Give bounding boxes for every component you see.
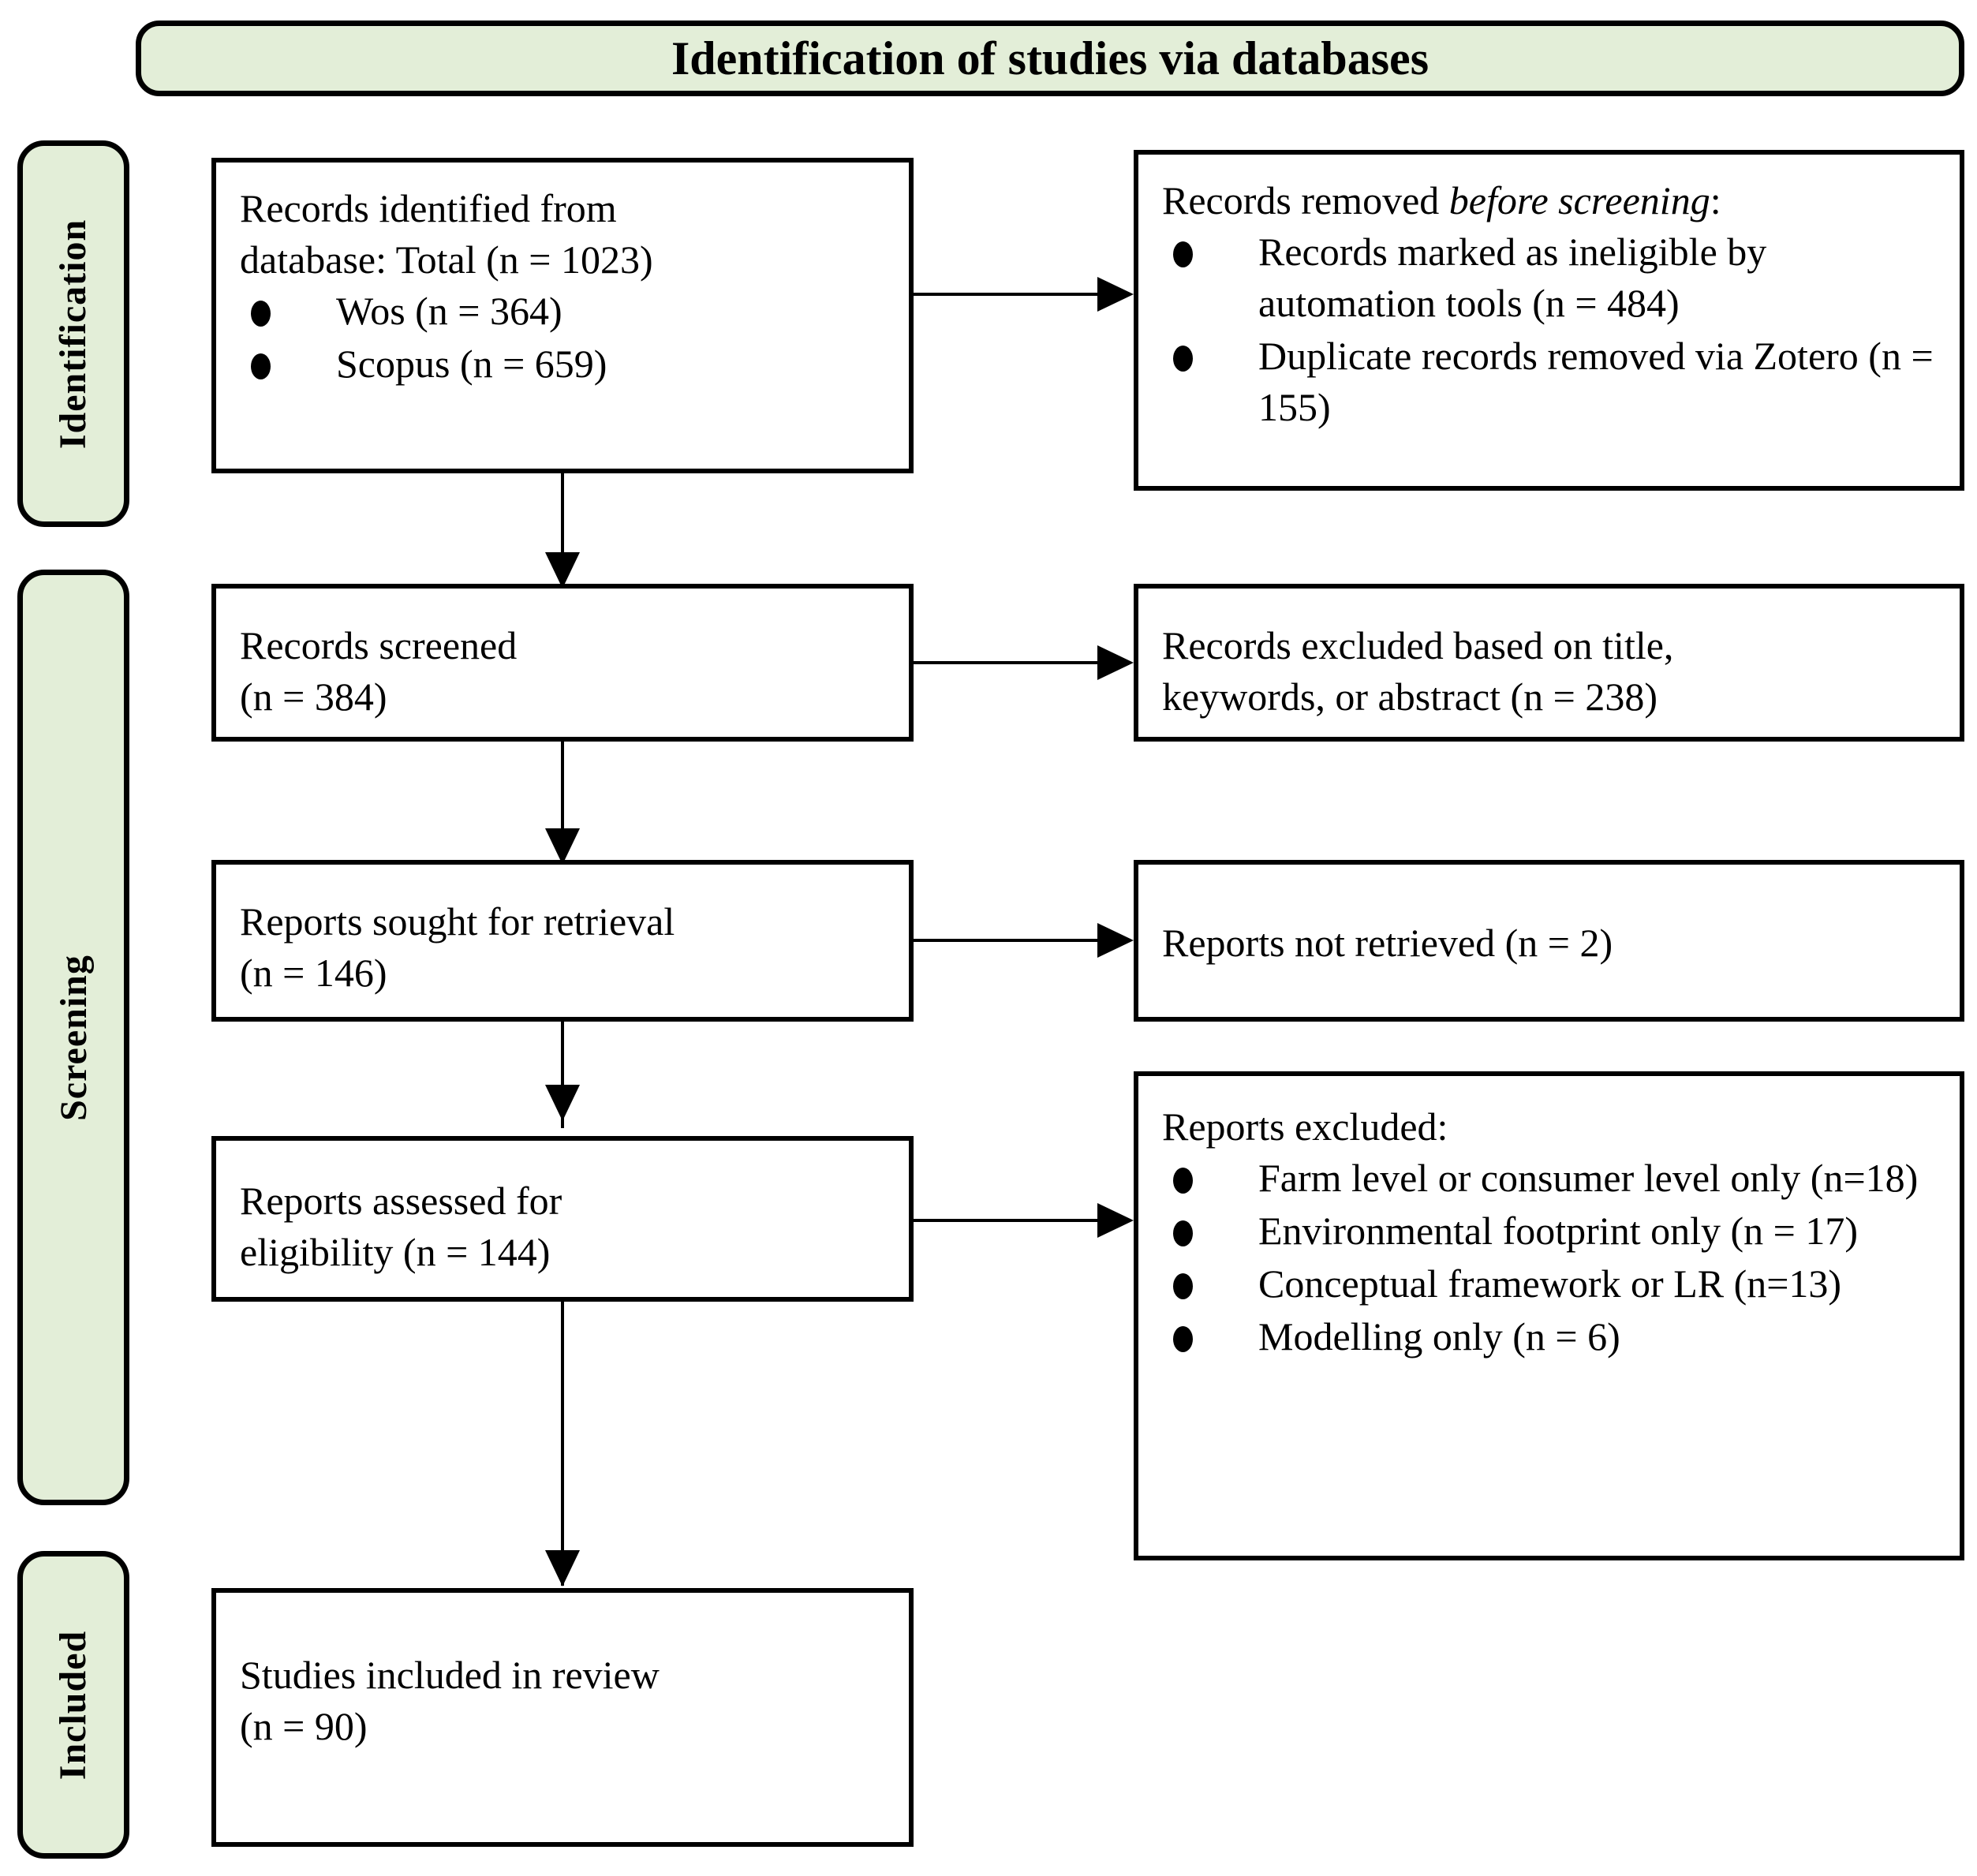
records-screened-line2: (n = 384): [240, 675, 387, 719]
records-removed-bullets: Records marked as ineligible by automati…: [1162, 226, 1936, 433]
bullet-text: Modelling only (n = 6): [1258, 1314, 1620, 1358]
list-item: Records marked as ineligible by automati…: [1162, 226, 1936, 329]
records-excluded-line1: Records excluded based on title,: [1162, 623, 1674, 667]
box-reports-excluded: Reports excluded: Farm level or consumer…: [1134, 1071, 1964, 1560]
bullet-dot-icon: [1173, 1168, 1193, 1194]
studies-included-line2: (n = 90): [240, 1704, 368, 1748]
bullet-text: Environmental footprint only (n = 17): [1258, 1209, 1859, 1253]
bullet-text: Duplicate records removed via Zotero (n …: [1258, 334, 1934, 429]
connector-identified-to-screened: [561, 473, 564, 562]
list-item: Scopus (n = 659): [240, 338, 885, 390]
records-removed-heading-suffix: :: [1710, 178, 1721, 222]
records-identified-line2: database: Total (n = 1023): [240, 237, 653, 282]
bullet-dot-icon: [1173, 1220, 1193, 1246]
reports-excluded-bullets: Farm level or consumer level only (n=18)…: [1162, 1153, 1936, 1362]
reports-assessed-line2: eligibility (n = 144): [240, 1230, 551, 1274]
bullet-text: Records marked as ineligible by automati…: [1258, 230, 1767, 325]
stage-label-screening: Screening: [52, 954, 95, 1121]
connector-identified-to-removed: [914, 293, 1097, 296]
bullet-dot-icon: [1173, 241, 1193, 267]
connector-assessed-to-included: [561, 1302, 564, 1586]
box-reports-sought: Reports sought for retrieval (n = 146): [211, 860, 914, 1022]
studies-included-line1: Studies included in review: [240, 1653, 660, 1697]
box-studies-included: Studies included in review (n = 90): [211, 1588, 914, 1847]
bullet-text: Conceptual framework or LR (n=13): [1258, 1261, 1842, 1306]
list-item: Wos (n = 364): [240, 286, 885, 337]
reports-not-retrieved-line1: Reports not retrieved (n = 2): [1162, 921, 1613, 965]
reports-sought-line2: (n = 146): [240, 951, 387, 995]
box-records-identified: Records identified from database: Total …: [211, 158, 914, 473]
page-title: Identification of studies via databases: [671, 32, 1429, 84]
records-identified-line1: Records identified from: [240, 186, 617, 230]
list-item: Duplicate records removed via Zotero (n …: [1162, 331, 1936, 433]
bullet-dot-icon: [251, 301, 271, 327]
stage-bar-identification: Identification: [17, 140, 129, 527]
list-item: Conceptual framework or LR (n=13): [1162, 1258, 1936, 1310]
arrow-identified-to-removed: [1097, 277, 1134, 312]
records-removed-heading: Records removed before screening:: [1162, 175, 1936, 226]
arrow-sought-to-assessed: [545, 1085, 580, 1121]
arrow-sought-to-not-retrieved: [1097, 923, 1134, 958]
bullet-text: Wos (n = 364): [336, 289, 562, 333]
box-records-excluded: Records excluded based on title, keyword…: [1134, 584, 1964, 742]
connector-screened-to-excluded: [914, 661, 1097, 664]
box-records-removed: Records removed before screening: Record…: [1134, 150, 1964, 491]
arrow-identified-to-screened: [545, 552, 580, 589]
records-removed-heading-italic: before screening: [1448, 178, 1710, 222]
bullet-dot-icon: [1173, 1326, 1193, 1352]
list-item: Farm level or consumer level only (n=18): [1162, 1153, 1936, 1204]
list-item: Environmental footprint only (n = 17): [1162, 1205, 1936, 1257]
box-reports-not-retrieved: Reports not retrieved (n = 2): [1134, 860, 1964, 1022]
bullet-text: Scopus (n = 659): [336, 342, 607, 386]
connector-sought-to-not-retrieved: [914, 939, 1097, 942]
stage-label-identification: Identification: [52, 219, 95, 449]
arrow-screened-to-sought: [545, 828, 580, 865]
records-identified-bullets: Wos (n = 364) Scopus (n = 659): [240, 286, 885, 390]
stage-bar-included: Included: [17, 1551, 129, 1859]
box-reports-assessed: Reports assessed for eligibility (n = 14…: [211, 1136, 914, 1302]
bullet-dot-icon: [1173, 1273, 1193, 1299]
bullet-dot-icon: [251, 353, 271, 379]
header-banner: Identification of studies via databases: [136, 21, 1964, 96]
reports-excluded-heading: Reports excluded:: [1162, 1104, 1448, 1149]
reports-assessed-line1: Reports assessed for: [240, 1179, 562, 1223]
bullet-text: Farm level or consumer level only (n=18): [1258, 1156, 1919, 1200]
bullet-dot-icon: [1173, 346, 1193, 372]
stage-label-included: Included: [52, 1630, 95, 1780]
arrow-assessed-to-excluded: [1097, 1203, 1134, 1238]
arrow-assessed-to-included: [545, 1550, 580, 1586]
connector-sought-to-assessed: [561, 1022, 564, 1128]
stage-bar-screening: Screening: [17, 570, 129, 1505]
records-removed-heading-prefix: Records removed: [1162, 178, 1449, 222]
records-screened-line1: Records screened: [240, 623, 518, 667]
box-records-screened: Records screened (n = 384): [211, 584, 914, 742]
records-excluded-line2: keywords, or abstract (n = 238): [1162, 675, 1658, 719]
arrow-screened-to-excluded: [1097, 645, 1134, 680]
list-item: Modelling only (n = 6): [1162, 1311, 1936, 1362]
connector-assessed-to-excluded: [914, 1219, 1097, 1222]
reports-sought-line1: Reports sought for retrieval: [240, 899, 675, 944]
connector-screened-to-sought: [561, 742, 564, 844]
